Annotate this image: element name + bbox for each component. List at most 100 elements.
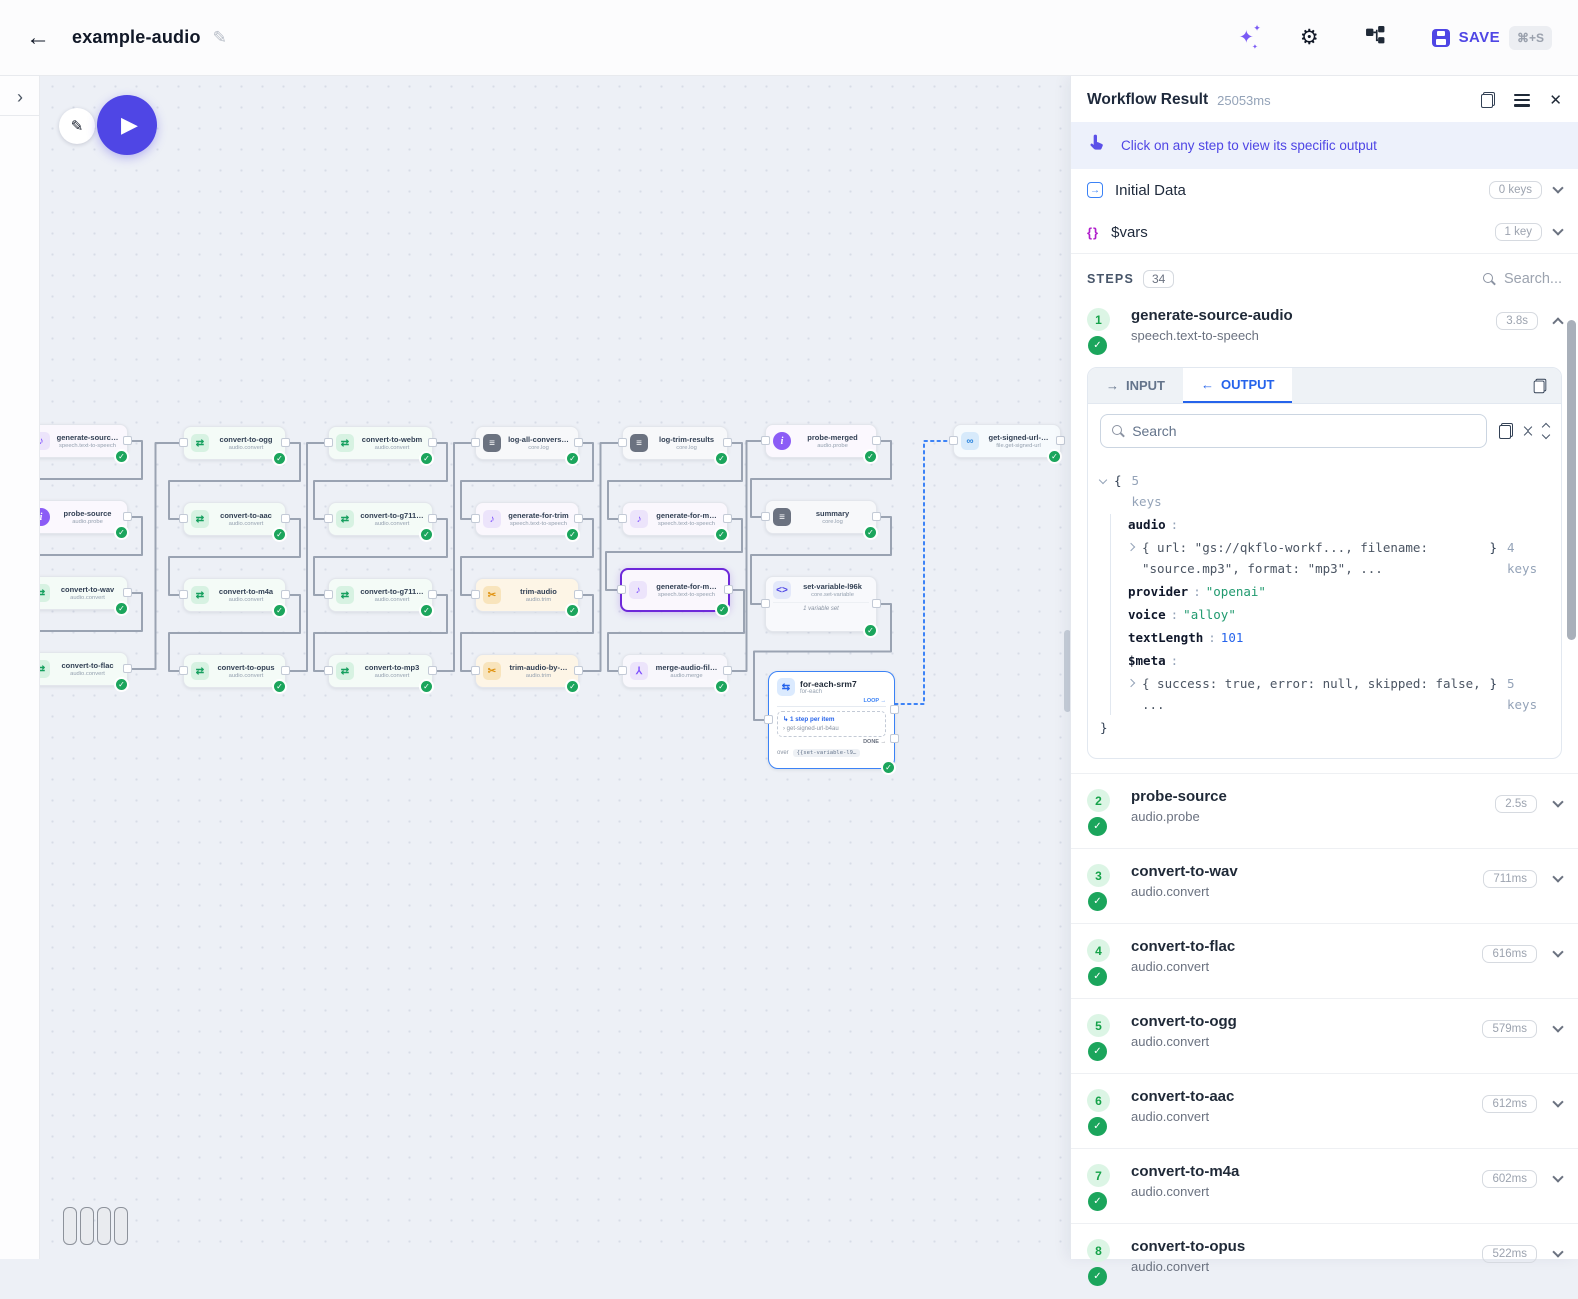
- node-handle[interactable]: [179, 590, 188, 599]
- node-handle[interactable]: [764, 715, 773, 724]
- copy-icon[interactable]: [1481, 92, 1496, 108]
- chevron-down-icon[interactable]: [1552, 182, 1564, 194]
- node-merge[interactable]: ⅄merge-audio-fil…audio.merge✓: [618, 654, 732, 694]
- tab-output[interactable]: ← OUTPUT: [1183, 368, 1293, 403]
- chevron-down-icon[interactable]: [1552, 1246, 1564, 1258]
- node-handle[interactable]: [574, 666, 583, 675]
- settings-gear-icon[interactable]: ⚙: [1299, 26, 1319, 49]
- scrollbar-thumb[interactable]: [1567, 320, 1576, 640]
- node-handle[interactable]: [179, 666, 188, 675]
- node-handle[interactable]: [471, 666, 480, 675]
- ai-sparkles-icon[interactable]: ✦: [1239, 23, 1261, 51]
- back-button[interactable]: ←: [26, 23, 50, 51]
- edit-title-icon[interactable]: ✎: [212, 27, 227, 47]
- chevron-down-icon[interactable]: [1552, 796, 1564, 808]
- node-gen-m1[interactable]: ♪generate-for-m…speech.text-to-speech✓: [618, 502, 732, 542]
- node-handle[interactable]: [574, 438, 583, 447]
- edit-workflow-button[interactable]: ✎: [59, 108, 95, 144]
- node-handle[interactable]: [723, 438, 732, 447]
- tab-input[interactable]: → INPUT: [1106, 378, 1165, 393]
- steps-search-input[interactable]: Search...: [1503, 271, 1562, 287]
- menu-icon[interactable]: [1514, 93, 1531, 107]
- node-handle[interactable]: [1056, 436, 1065, 445]
- node-handle[interactable]: [281, 514, 290, 523]
- chevron-down-icon[interactable]: [1552, 224, 1564, 236]
- json-search-input[interactable]: [1132, 423, 1476, 439]
- node-handle[interactable]: [574, 514, 583, 523]
- node-handle[interactable]: [618, 514, 627, 523]
- node-handle[interactable]: [324, 514, 333, 523]
- node-handle[interactable]: [574, 590, 583, 599]
- step-header[interactable]: 1 ✓ generate-source-audio speech.text-to…: [1087, 306, 1564, 355]
- node-handle[interactable]: [761, 436, 770, 445]
- run-workflow-button[interactable]: ▶: [97, 95, 157, 155]
- scrollbar-thumb[interactable]: [1064, 630, 1071, 712]
- json-row[interactable]: { url: "gs://qkflo-workf..., filename: "…: [1126, 537, 1547, 579]
- expand-all-icon[interactable]: [1541, 422, 1551, 440]
- node-handle[interactable]: [471, 514, 480, 523]
- node-gen-m2[interactable]: ♪generate-for-m…speech.text-to-speech✓: [617, 568, 733, 617]
- canvas-control-button[interactable]: [114, 1207, 128, 1245]
- chevron-right-icon[interactable]: [1126, 678, 1136, 688]
- copy-icon[interactable]: [1499, 423, 1513, 439]
- node-handle[interactable]: [123, 512, 132, 521]
- canvas-control-button[interactable]: [97, 1207, 111, 1245]
- node-handle[interactable]: [281, 666, 290, 675]
- node-handle[interactable]: [179, 438, 188, 447]
- chevron-down-icon[interactable]: [1552, 1021, 1564, 1033]
- close-icon[interactable]: ✕: [1549, 92, 1562, 109]
- node-g711u[interactable]: ⇄convert-to-g711…audio.convert✓: [324, 578, 437, 618]
- node-handle[interactable]: [872, 599, 881, 608]
- node-handle[interactable]: [618, 666, 627, 675]
- node-handle[interactable]: [949, 436, 958, 445]
- node-handle[interactable]: [872, 512, 881, 521]
- save-button[interactable]: SAVE ⌘+S: [1431, 25, 1552, 50]
- vars-row[interactable]: {} $vars 1 key: [1071, 211, 1578, 254]
- chevron-down-icon[interactable]: [1552, 1096, 1564, 1108]
- copy-icon[interactable]: [1533, 378, 1547, 393]
- expand-sidebar-button[interactable]: ›: [9, 86, 31, 108]
- node-get-signed[interactable]: ∞get-signed-url-…file.get-signed-url✓: [949, 424, 1065, 464]
- node-gen-source[interactable]: ♪generate-sourc…speech.text-to-speech✓: [20, 424, 132, 464]
- node-handle[interactable]: [123, 436, 132, 445]
- node-handle[interactable]: [723, 666, 732, 675]
- node-handle[interactable]: [471, 438, 480, 447]
- node-handle[interactable]: [428, 590, 437, 599]
- node-handle[interactable]: [324, 666, 333, 675]
- node-handle[interactable]: [617, 585, 626, 594]
- node-handle[interactable]: [281, 438, 290, 447]
- node-handle[interactable]: [428, 514, 437, 523]
- json-row[interactable]: { success: true, error: null, skipped: f…: [1126, 673, 1547, 715]
- node-handle[interactable]: [324, 438, 333, 447]
- node-handle[interactable]: [471, 590, 480, 599]
- collapse-all-icon[interactable]: [1523, 422, 1533, 440]
- node-handle[interactable]: [890, 734, 899, 743]
- node-handle[interactable]: [723, 514, 732, 523]
- json-row[interactable]: {5 keys: [1098, 470, 1547, 512]
- chevron-down-icon[interactable]: [1098, 475, 1108, 485]
- chevron-right-icon[interactable]: [1126, 542, 1136, 552]
- canvas-control-button[interactable]: [63, 1207, 77, 1245]
- node-handle[interactable]: [123, 588, 132, 597]
- node-handle[interactable]: [281, 590, 290, 599]
- loop-inner-step[interactable]: › get-signed-url-b4au: [783, 726, 839, 732]
- json-search-box[interactable]: [1100, 414, 1487, 448]
- node-handle[interactable]: [761, 512, 770, 521]
